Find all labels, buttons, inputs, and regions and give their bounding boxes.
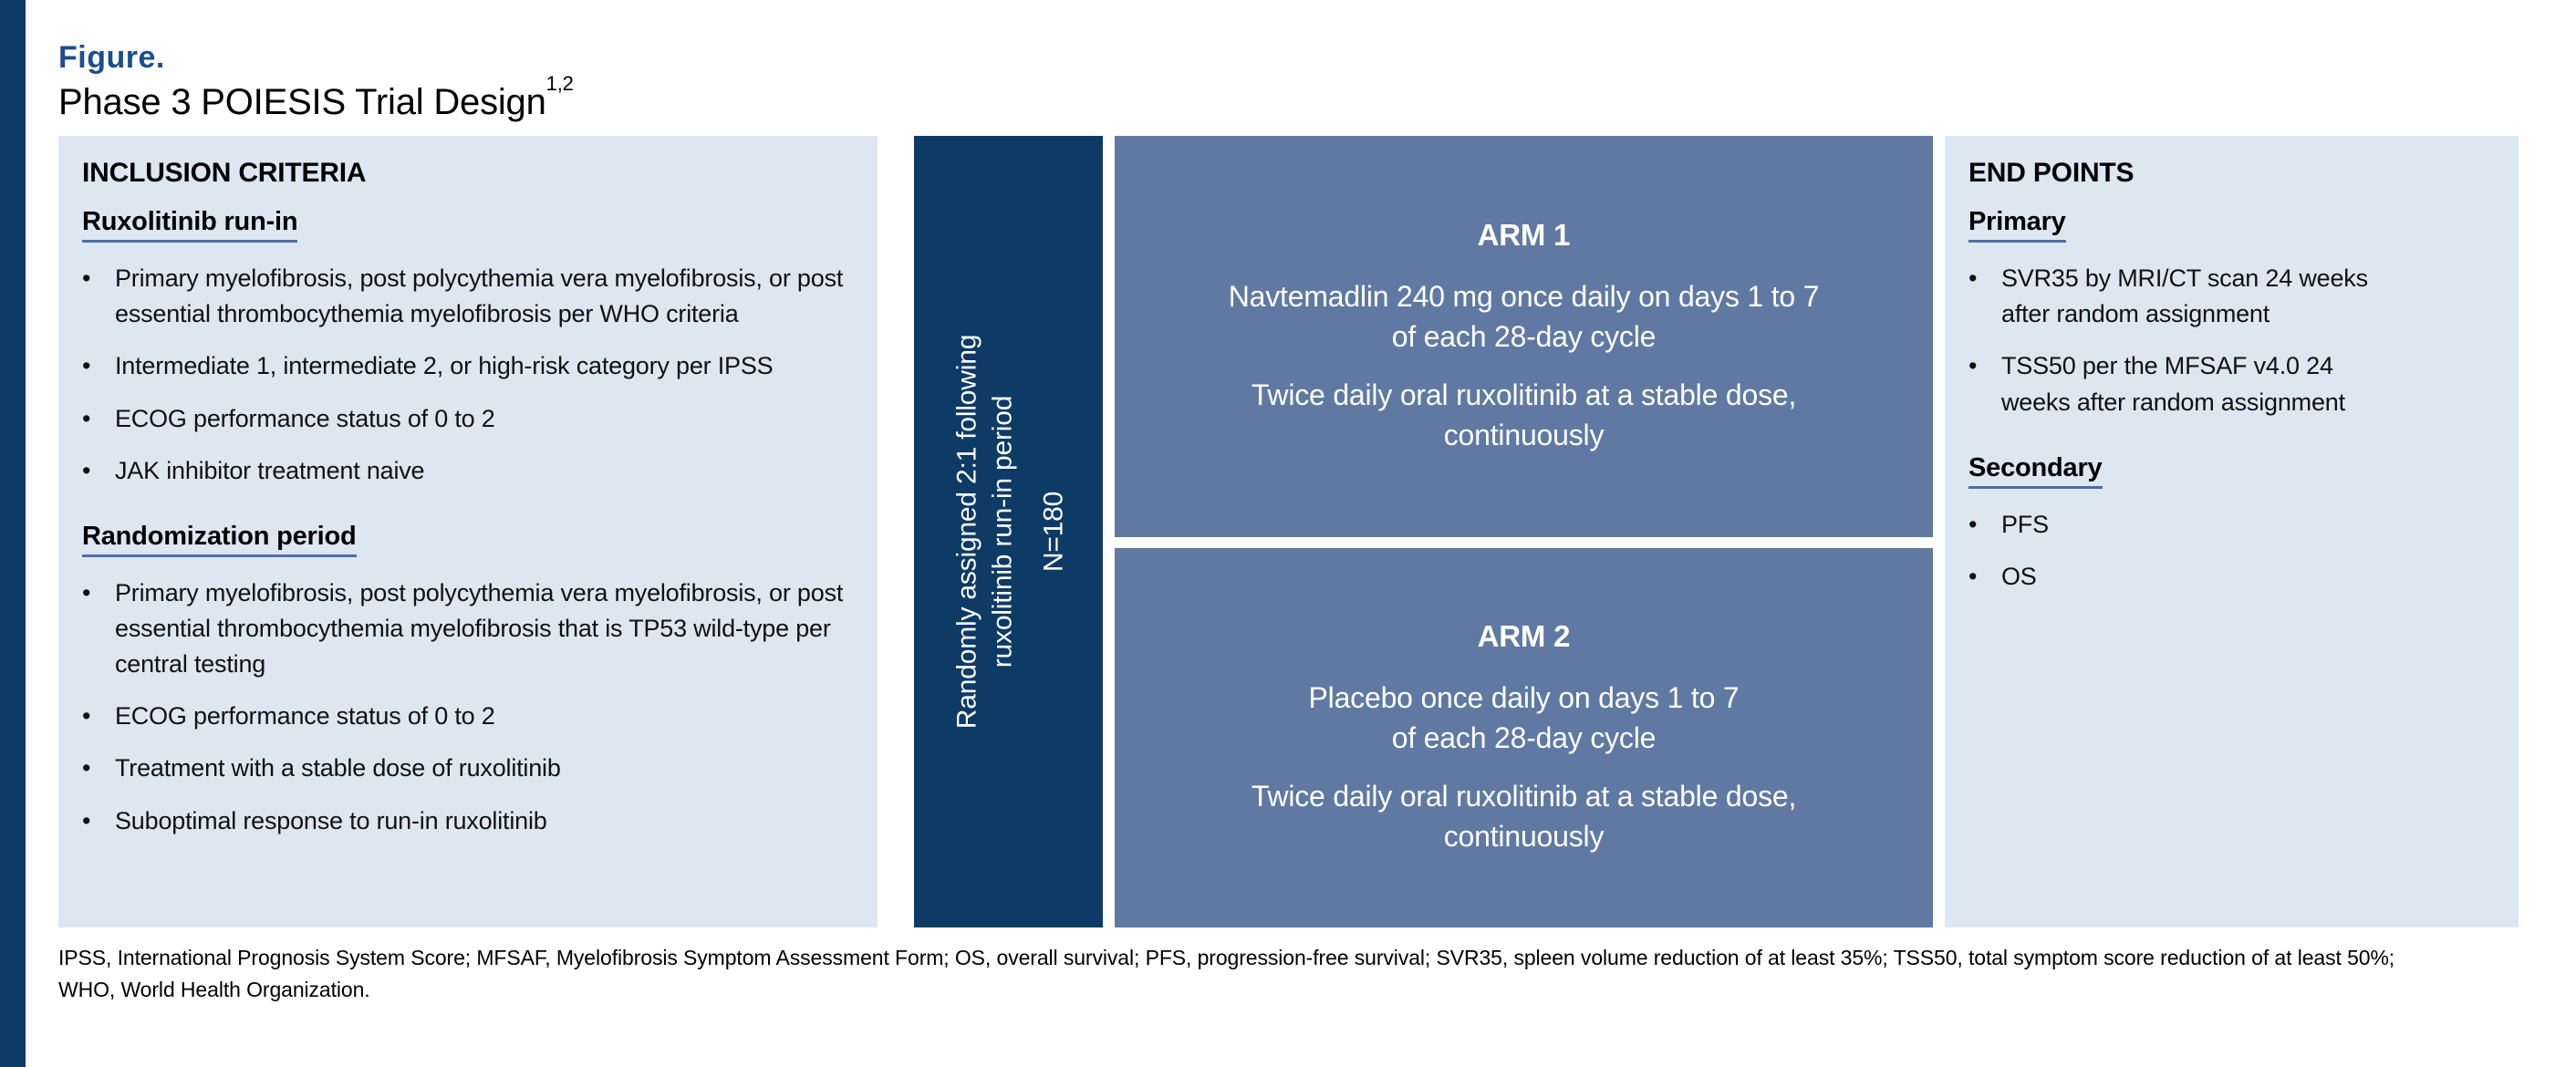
bullet-icon: • [1968, 562, 1978, 590]
arms-column: ARM 1 Navtemadlin 240 mg once daily on d… [1115, 136, 1933, 928]
bullet-icon: • [82, 578, 91, 606]
arm-2-ruxolitinib: Twice daily oral ruxolitinib at a stable… [1251, 776, 1797, 856]
bullet-text: Suboptimal response to run-in ruxolitini… [115, 806, 547, 834]
bullet-icon: • [1968, 510, 1978, 538]
arm-1-title: ARM 1 [1477, 217, 1571, 252]
trial-design-diagram: INCLUSION CRITERIA Ruxolitinib run-in • … [58, 136, 2519, 928]
randomization-line-2: ruxolitinib run-in period [986, 395, 1017, 668]
arm-1-treatment-line-2: of each 28-day cycle [1391, 319, 1657, 353]
bullet-text: Primary myelofibrosis, post polycythemia… [115, 264, 844, 328]
runin-section: Ruxolitinib run-in • Primary myelofibros… [82, 207, 863, 489]
figure-title-text: Phase 3 POIESIS Trial Design [58, 82, 546, 123]
bullet-text: ECOG performance status of 0 to 2 [115, 702, 495, 730]
list-item: • OS [1968, 559, 2495, 595]
list-item: • Intermediate 1, intermediate 2, or hig… [82, 348, 863, 384]
secondary-endpoints-section: Secondary • PFS • OS [1968, 453, 2495, 595]
bullet-text: PFS [2001, 510, 2049, 538]
secondary-bullet-list: • PFS • OS [1968, 507, 2495, 595]
arm-2-ruxolitinib-line-1: Twice daily oral ruxolitinib at a stable… [1251, 780, 1797, 813]
runin-bullet-list: • Primary myelofibrosis, post polycythem… [82, 261, 863, 489]
endpoints-heading: END POINTS [1968, 158, 2135, 189]
bullet-icon: • [82, 806, 91, 834]
figure-content: Figure. Phase 3 POIESIS Trial Design1,2 … [58, 40, 2519, 1005]
bullet-text: TSS50 per the MFSAF v4.0 24 weeks after … [2001, 352, 2345, 416]
arm-2-treatment: Placebo once daily on days 1 to 7 of eac… [1309, 678, 1740, 758]
bullet-text: ECOG performance status of 0 to 2 [115, 404, 495, 432]
bullet-text: JAK inhibitor treatment naive [115, 456, 425, 484]
arm-1-box: ARM 1 Navtemadlin 240 mg once daily on d… [1115, 136, 1933, 538]
bullet-text: SVR35 by MRI/CT scan 24 weeks after rand… [2001, 264, 2368, 328]
arm-1-ruxolitinib-line-1: Twice daily oral ruxolitinib at a stable… [1251, 378, 1797, 412]
n-label: N=180 [1037, 491, 1068, 573]
arm-2-treatment-line-1: Placebo once daily on days 1 to 7 [1308, 680, 1740, 714]
figure-header: Figure. Phase 3 POIESIS Trial Design1,2 [58, 40, 2519, 123]
arm-1-treatment: Navtemadlin 240 mg once daily on days 1 … [1229, 276, 1820, 357]
bullet-icon: • [82, 352, 91, 380]
inclusion-heading: INCLUSION CRITERIA [82, 158, 367, 189]
arm-2-box: ARM 2 Placebo once daily on days 1 to 7 … [1115, 548, 1933, 928]
runin-subhead: Ruxolitinib run-in [82, 207, 298, 243]
arm-1-ruxolitinib: Twice daily oral ruxolitinib at a stable… [1251, 375, 1797, 455]
randomization-bar: Randomly assigned 2:1 following ruxoliti… [914, 136, 1103, 928]
bullet-icon: • [1968, 352, 1978, 380]
randomization-line-1: Randomly assigned 2:1 following [950, 334, 982, 730]
arm-1-treatment-line-1: Navtemadlin 240 mg once daily on days 1 … [1228, 279, 1820, 313]
bullet-text: Treatment with a stable dose of ruxoliti… [115, 754, 561, 782]
bullet-icon: • [82, 404, 91, 432]
left-accent-bar [0, 0, 26, 1067]
randomization-period-bullet-list: • Primary myelofibrosis, post polycythem… [82, 575, 863, 839]
arm-2-treatment-line-2: of each 28-day cycle [1391, 720, 1657, 754]
primary-subhead: Primary [1968, 207, 2066, 243]
list-item: • TSS50 per the MFSAF v4.0 24 weeks afte… [1968, 348, 2495, 420]
list-item: • Primary myelofibrosis, post polycythem… [82, 575, 863, 682]
randomization-period-section: Randomization period • Primary myelofibr… [82, 522, 863, 839]
arm-1-ruxolitinib-line-2: continuously [1443, 419, 1605, 452]
figure-title-superscript: 1,2 [545, 71, 574, 95]
list-item: • ECOG performance status of 0 to 2 [82, 699, 863, 734]
figure-title: Phase 3 POIESIS Trial Design1,2 [58, 73, 2519, 123]
endpoints-panel: END POINTS Primary • SVR35 by MRI/CT sca… [1945, 136, 2519, 928]
bullet-icon: • [82, 264, 91, 293]
list-item: • PFS [1968, 507, 2495, 543]
arm-2-title: ARM 2 [1477, 618, 1571, 653]
inclusion-criteria-panel: INCLUSION CRITERIA Ruxolitinib run-in • … [58, 136, 878, 928]
bullet-icon: • [1968, 264, 1978, 293]
list-item: • Primary myelofibrosis, post polycythem… [82, 261, 863, 332]
primary-endpoints-section: Primary • SVR35 by MRI/CT scan 24 weeks … [1968, 207, 2495, 420]
bullet-text: OS [2001, 562, 2037, 590]
randomization-period-subhead: Randomization period [82, 522, 357, 557]
primary-bullet-list: • SVR35 by MRI/CT scan 24 weeks after ra… [1968, 261, 2495, 420]
bullet-text: Intermediate 1, intermediate 2, or high-… [115, 352, 774, 380]
list-item: • SVR35 by MRI/CT scan 24 weeks after ra… [1968, 261, 2495, 332]
bullet-icon: • [82, 456, 91, 484]
list-item: • Treatment with a stable dose of ruxoli… [82, 751, 863, 786]
arm-2-ruxolitinib-line-2: continuously [1443, 820, 1605, 854]
bullet-icon: • [82, 702, 91, 730]
secondary-subhead: Secondary [1968, 453, 2103, 489]
bullet-icon: • [82, 754, 91, 782]
bullet-text: Primary myelofibrosis, post polycythemia… [115, 578, 844, 679]
figure-label: Figure. [58, 40, 165, 75]
list-item: • JAK inhibitor treatment naive [82, 453, 863, 489]
list-item: • ECOG performance status of 0 to 2 [82, 401, 863, 437]
abbreviations-footnote: IPSS, International Prognosis System Sco… [58, 946, 2395, 1001]
list-item: • Suboptimal response to run-in ruxoliti… [82, 803, 863, 839]
randomization-bar-text: Randomly assigned 2:1 following ruxoliti… [914, 136, 1103, 927]
